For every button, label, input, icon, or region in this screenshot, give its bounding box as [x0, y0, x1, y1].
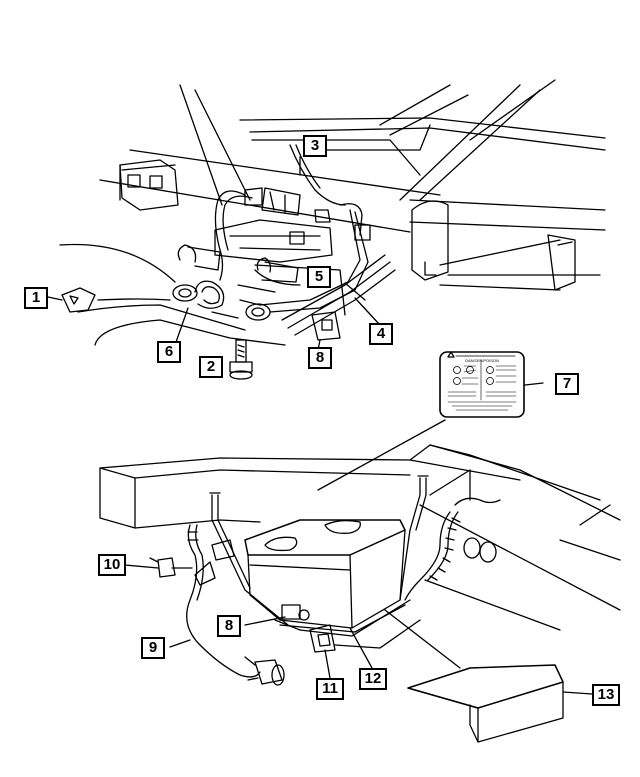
callout-3: 3	[303, 135, 327, 157]
battery-hold-rods	[209, 475, 429, 626]
cover-13	[407, 664, 564, 743]
lower-frame	[99, 444, 621, 631]
callout-6: 6	[157, 341, 181, 363]
callout-2: 2	[199, 356, 223, 378]
warning-triangle-icon	[447, 351, 455, 358]
fender-outline	[59, 243, 286, 346]
callout-5: 5	[307, 266, 331, 288]
callout-13: 13	[592, 684, 620, 706]
leader-lines-upper	[47, 156, 544, 491]
warning-label-heading: DANGER/POISON	[465, 358, 499, 363]
battery	[244, 519, 411, 637]
bolt-2	[229, 339, 253, 380]
cable-lower	[149, 497, 501, 686]
callout-11: 11	[316, 678, 344, 700]
callout-12: 12	[359, 668, 387, 690]
mount-bracket	[119, 159, 179, 211]
wiring-harness-upper	[177, 144, 371, 313]
battery-tray-upper	[214, 219, 346, 316]
warning-label-7	[439, 351, 525, 418]
callout-10: 10	[98, 554, 126, 576]
callout-8-lower: 8	[217, 615, 241, 637]
callout-9: 9	[141, 637, 165, 659]
bracket-8-upper	[311, 311, 341, 341]
callout-4: 4	[369, 323, 393, 345]
cable-loop-6	[194, 280, 239, 319]
leader-lines-lower	[124, 564, 593, 695]
tray-bracket-lower	[309, 619, 421, 653]
cable-bundle-4	[281, 254, 396, 336]
clip-1	[61, 287, 246, 331]
callout-1: 1	[24, 287, 48, 309]
callout-8-upper: 8	[308, 347, 332, 369]
callout-7: 7	[555, 373, 579, 395]
grommets	[172, 284, 271, 321]
